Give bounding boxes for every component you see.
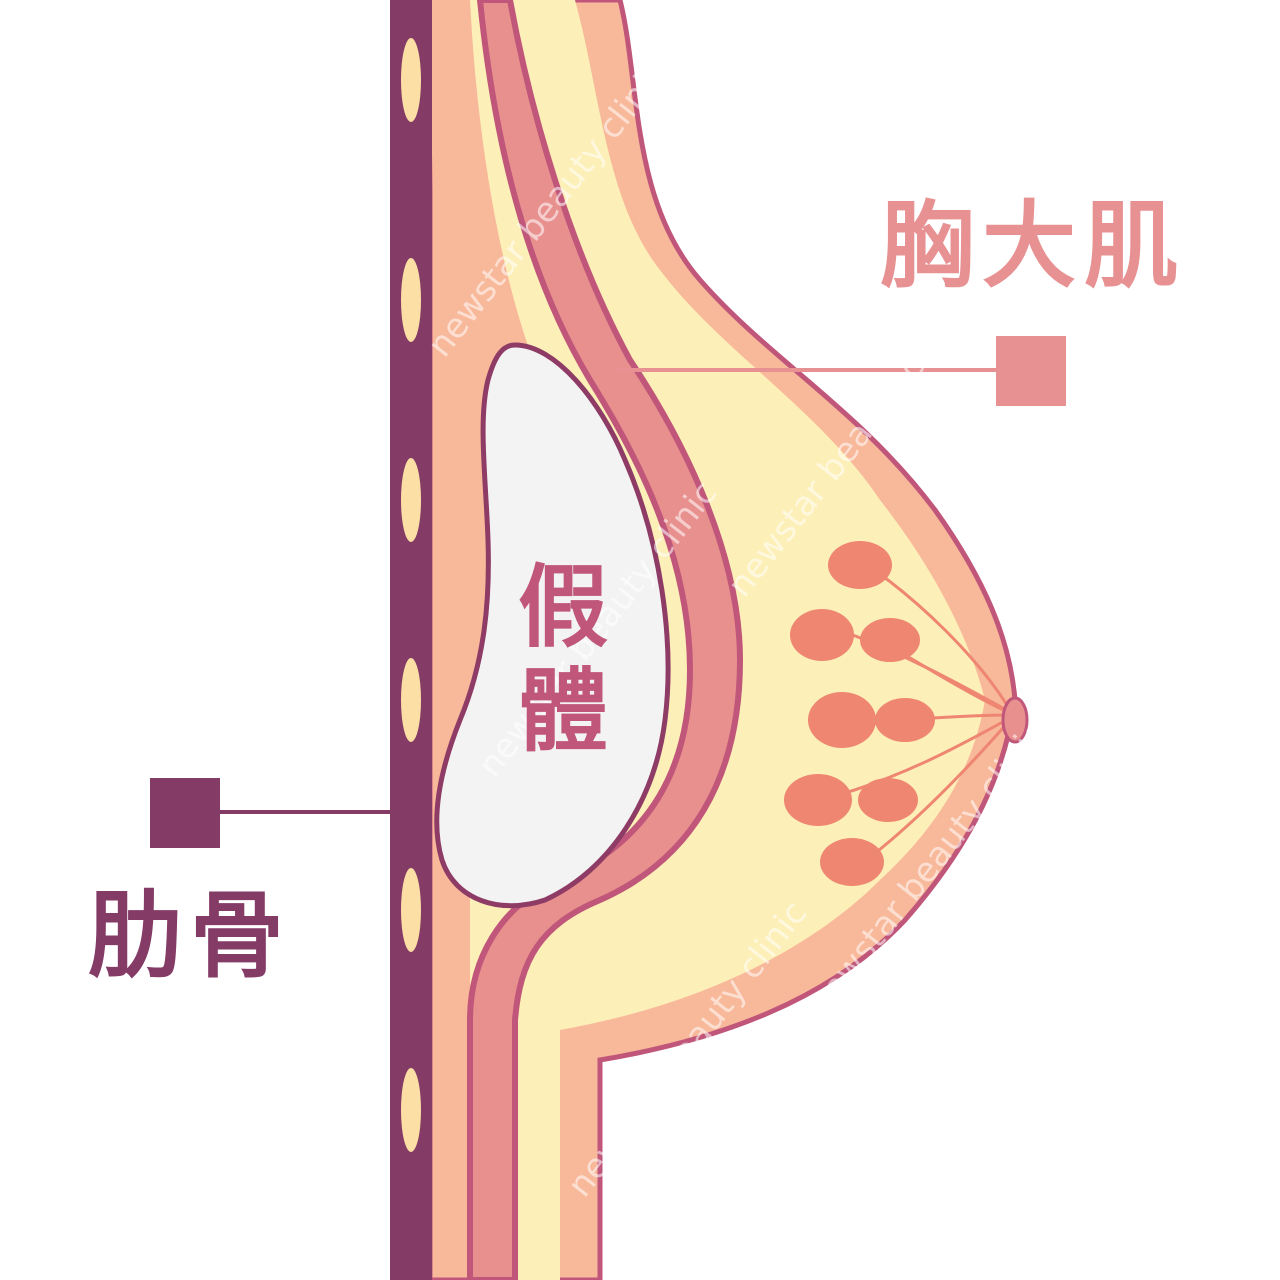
pectoral-marker	[996, 336, 1066, 406]
rib-ovals	[401, 38, 421, 1152]
rib-wall	[390, 0, 432, 1280]
implant-label-line1: 假	[518, 555, 608, 660]
rib-marker	[150, 778, 220, 848]
implant-label-line2: 體	[518, 659, 608, 764]
implant	[434, 342, 671, 909]
mammary-glands	[784, 541, 935, 886]
implant-label: 假 體	[508, 556, 618, 764]
nipple	[1001, 696, 1029, 744]
rib-label: 肋骨	[88, 882, 293, 991]
pectoral-muscle-label: 胸大肌	[880, 192, 1187, 301]
pectoral-muscle	[467, 0, 744, 1280]
